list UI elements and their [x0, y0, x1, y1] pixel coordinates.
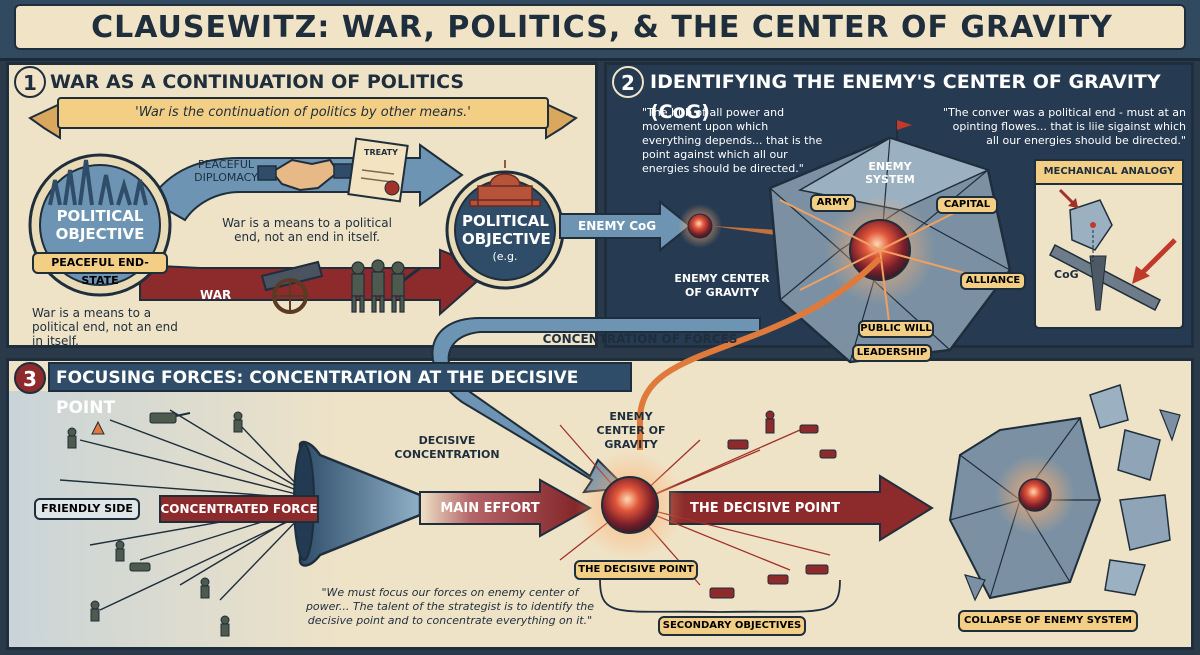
section-1-bottom-note: War is a means to a political end, not a…	[32, 306, 178, 348]
enemy-units	[709, 410, 837, 599]
section-2-quote-right: "The conver was a political end - must a…	[943, 106, 1186, 147]
section-1-number: 1	[14, 66, 46, 98]
mechanical-analogy-box	[1034, 159, 1184, 329]
node-alliance: ALLIANCE	[960, 272, 1026, 290]
section-1-quote: 'War is the continuation of politics by …	[135, 105, 471, 120]
node-army: ARMY	[810, 194, 856, 212]
section-3-number: 3	[14, 362, 46, 394]
mechanical-analogy-title: MECHANICAL ANALOGY	[1043, 166, 1175, 177]
main-effort-arrow	[419, 478, 593, 538]
collapse-polyhedron	[948, 384, 1181, 602]
secondary-brace	[599, 579, 841, 613]
right-objective-sub: (e.g.	[492, 250, 518, 263]
node-capital: CAPITAL	[936, 196, 998, 214]
war-label: WAR	[200, 288, 232, 302]
section-3-cog-label: ENEMY CENTER OF GRAVITY	[596, 410, 666, 451]
concentrated-force-label: CONCENTRATED FORCE	[160, 502, 318, 516]
treaty-label: TREATY	[364, 148, 398, 157]
decisive-point-tag: THE DECISIVE POINT	[574, 560, 698, 580]
concentrated-force-arrow	[159, 495, 319, 523]
mechanical-analogy-cog: CoG	[1054, 268, 1079, 281]
friendly-side-tag: FRIENDLY SIDE	[34, 498, 140, 520]
node-leadership: LEADERSHIP	[852, 344, 932, 362]
node-public-will: PUBLIC WILL	[858, 320, 934, 338]
decisive-concentration-label: DECISIVE CONCENTRATION	[394, 434, 500, 461]
quote-banner	[28, 97, 578, 140]
section-3-heading: FOCUSING FORCES: CONCENTRATION AT THE DE…	[56, 368, 579, 418]
page-title: CLAUSEWITZ: WAR, POLITICS, & THE CENTER …	[91, 10, 1113, 45]
treaty-scroll-icon	[347, 137, 409, 203]
section-2-cog-label: ENEMY CENTER OF GRAVITY	[674, 272, 770, 299]
peaceful-end-state-tag: PEACEFUL END-STATE	[32, 252, 168, 287]
war-arrow	[139, 248, 492, 317]
secondary-objectives-tag: SECONDARY OBJECTIVES	[658, 616, 806, 636]
friendly-units	[67, 411, 243, 637]
enemy-system-label: ENEMY SYSTEM	[865, 160, 915, 186]
concentration-of-forces-label: CONCENTRATION OF FORCES	[542, 332, 738, 346]
section-3-quote: "We must focus our forces on enemy cente…	[305, 586, 595, 627]
decisive-orb	[559, 424, 831, 586]
section-1-center-note: War is a means to a political end, not a…	[222, 216, 392, 244]
main-effort-label: MAIN EFFORT	[440, 501, 540, 516]
decisive-point-arrow-label: THE DECISIVE POINT	[689, 501, 841, 516]
diplomacy-label: PEACEFUL DIPLOMACY	[194, 158, 258, 184]
title-plate: CLAUSEWITZ: WAR, POLITICS, & THE CENTER …	[14, 4, 1186, 50]
section-1-heading: WAR AS A CONTINUATION OF POLITICS	[50, 71, 465, 93]
right-objective-medallion	[445, 160, 565, 290]
enemy-cog-arrow	[559, 199, 692, 253]
collapse-tag: COLLAPSE OF ENEMY SYSTEM	[958, 610, 1138, 632]
cannon-icon	[260, 260, 324, 314]
section-2-heading: IDENTIFYING THE ENEMY'S CENTER OF GRAVIT…	[650, 71, 1161, 123]
handshake-icon	[257, 158, 353, 192]
right-objective-label: POLITICAL OBJECTIVE	[462, 212, 551, 248]
section-2-number: 2	[612, 66, 644, 98]
left-objective-label: POLITICAL OBJECTIVE	[55, 207, 145, 243]
title-bar: CLAUSEWITZ: WAR, POLITICS, & THE CENTER …	[0, 0, 1200, 61]
section-3-heading-bar	[48, 362, 632, 392]
section-2-quote-left: "The hub of all power and movement upon …	[642, 106, 823, 175]
enemy-cog-arrow-label: ENEMY CoG	[578, 219, 657, 233]
soldiers-icon	[351, 259, 421, 313]
